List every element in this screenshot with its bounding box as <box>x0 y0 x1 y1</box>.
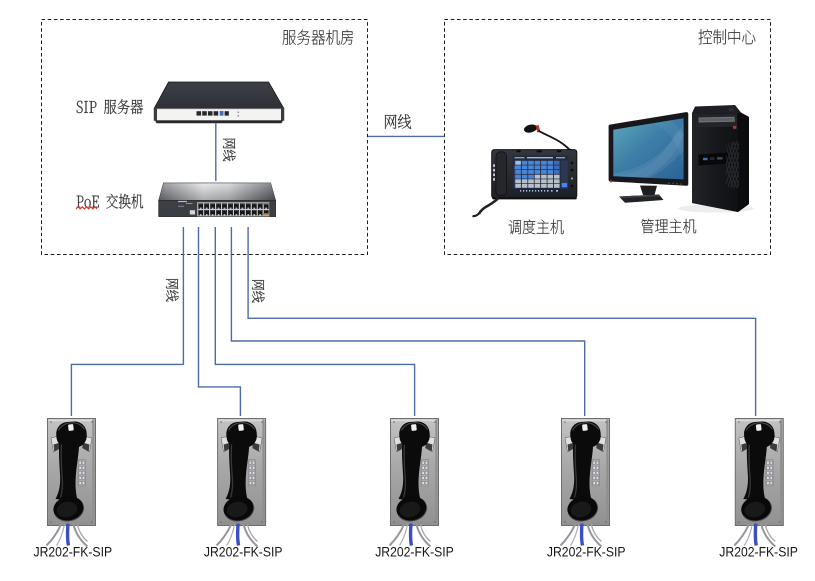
svg-text:JR202-FK-SIP: JR202-FK-SIP <box>375 545 454 560</box>
svg-text:JR202-FK-SIP: JR202-FK-SIP <box>719 545 798 560</box>
svg-text:JR202-FK-SIP: JR202-FK-SIP <box>204 545 283 560</box>
svg-text:JR202-FK-SIP: JR202-FK-SIP <box>547 545 626 560</box>
svg-text:JR202-FK-SIP: JR202-FK-SIP <box>34 545 113 560</box>
